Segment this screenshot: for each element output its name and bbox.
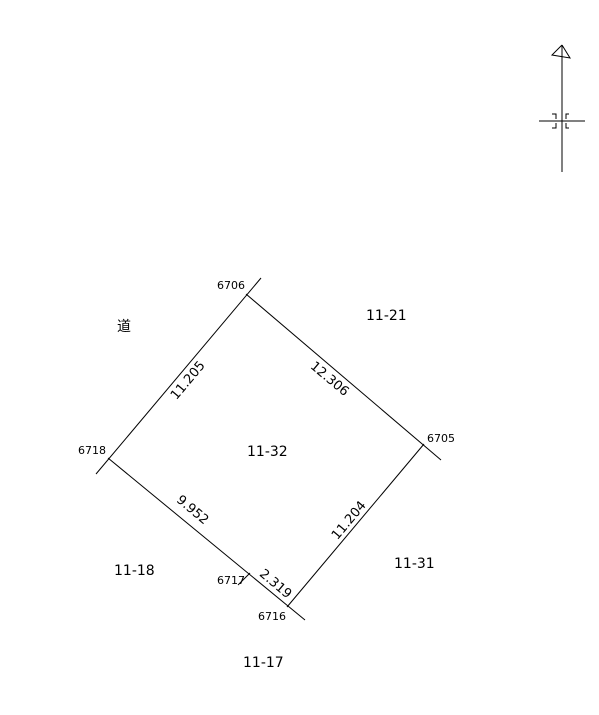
road-label: 道 [117,319,131,335]
boundary-tick-6717 [237,572,251,586]
point-label-6705: 6705 [427,432,455,445]
benchmark-cross-icon [539,113,585,129]
dimension-6718-6717: 9.952 [173,493,211,528]
point-label-6706: 6706 [217,279,245,292]
parcel-label-main: 11-32 [247,444,288,460]
dimension-6716-6705: 11.204 [329,499,370,543]
boundary-6706-6705 [245,293,442,461]
boundary-6718-6716 [107,457,306,621]
point-label-6716: 6716 [258,610,286,623]
point-label-6718: 6718 [78,444,106,457]
north-arrow-icon [550,44,572,172]
parcel-label-east: 11-31 [394,556,435,572]
parcel-label-north-east: 11-21 [366,308,407,324]
boundary-6718-6706 [95,277,262,475]
boundary-6716-6705 [286,443,425,608]
point-label-6717: 6717 [217,574,245,587]
parcel-boundary [95,277,442,621]
parcel-label-west: 11-18 [114,563,155,579]
parcel-label-south: 11-17 [243,655,284,671]
